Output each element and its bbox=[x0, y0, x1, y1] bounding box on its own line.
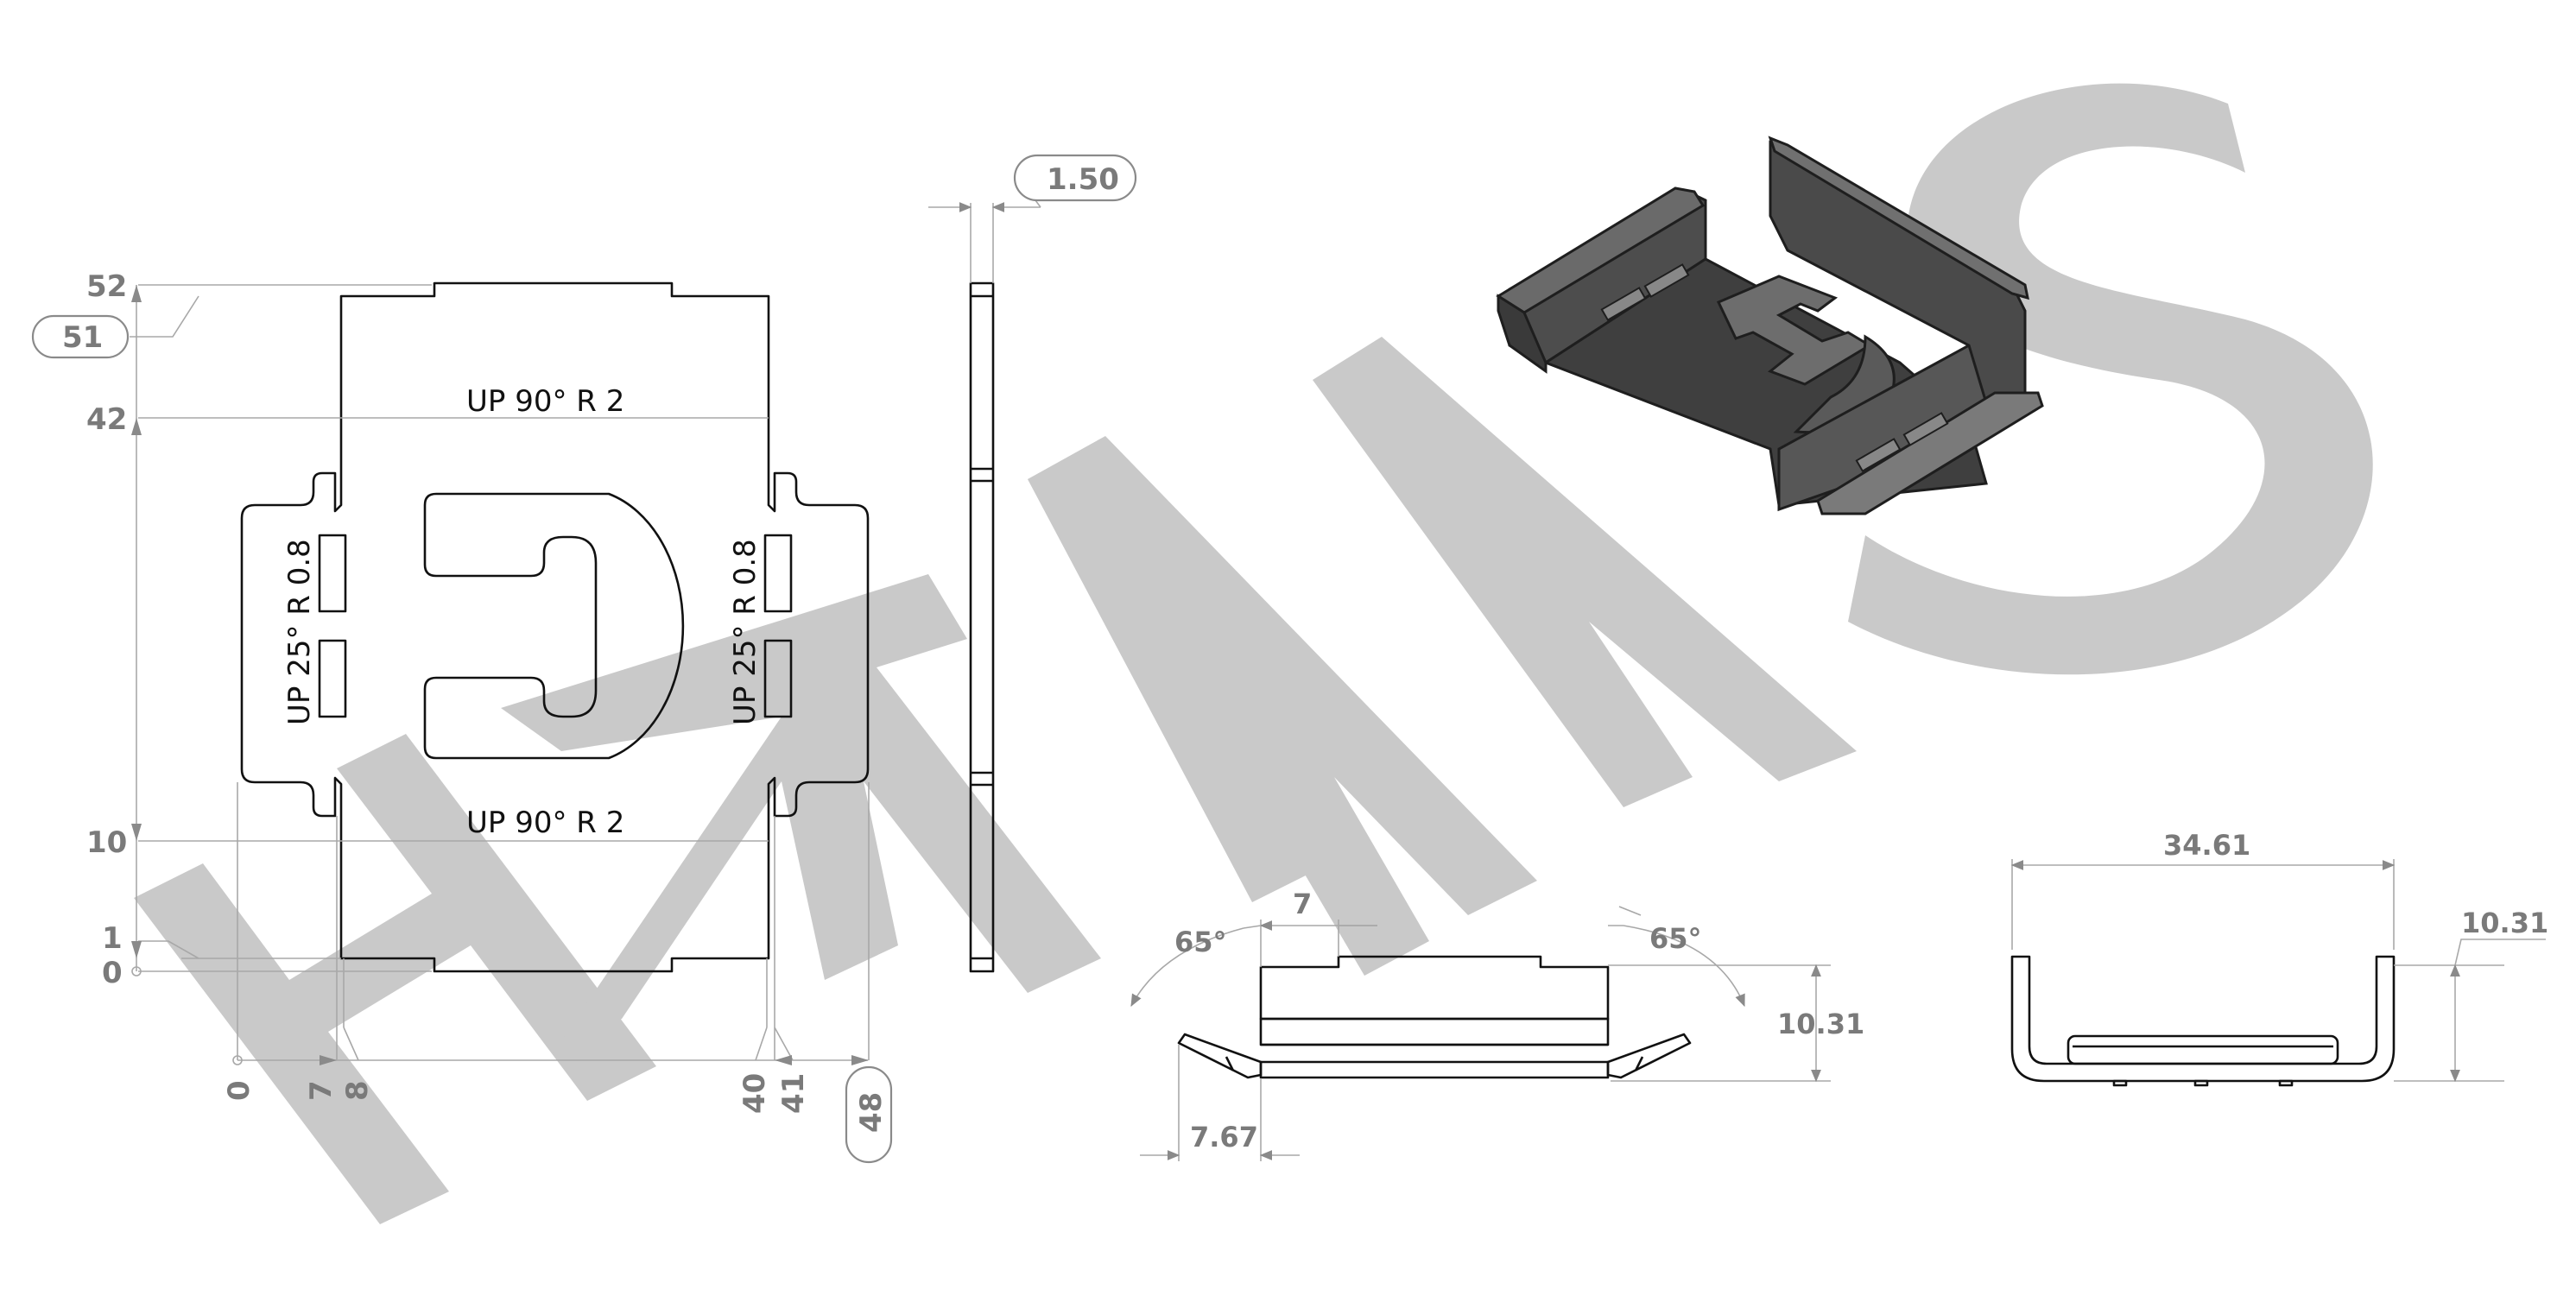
iso-lower-tab bbox=[1816, 391, 2044, 515]
ordinate-arrow-7 bbox=[320, 1055, 337, 1065]
angle-label-right: 65° bbox=[1649, 922, 1702, 955]
iso-slot bbox=[1902, 412, 1949, 446]
leader-41 bbox=[774, 1027, 794, 1061]
iso-slot bbox=[1600, 287, 1647, 321]
watermark-letter-h bbox=[134, 734, 656, 1224]
inner-c-cutout bbox=[423, 492, 685, 760]
ordinate-arrow-52 bbox=[131, 285, 142, 302]
bend-note-left: UP 25° R 0.8 bbox=[282, 539, 317, 725]
dim-7-label: 7 bbox=[1293, 888, 1312, 920]
ordinate-origin-vertical bbox=[131, 966, 142, 976]
ordinate-label-1: 1 bbox=[102, 921, 123, 956]
ordinate-label-52: 52 bbox=[86, 269, 127, 304]
iso-front-edge bbox=[1497, 294, 1547, 374]
bend-note-bottom: UP 90° R 2 bbox=[466, 806, 624, 840]
flat-pattern-outline bbox=[240, 281, 870, 973]
watermark-letter-m bbox=[501, 574, 1101, 1053]
front-view-body bbox=[1259, 955, 1610, 1021]
end-view-profile bbox=[2010, 955, 2396, 1083]
watermark-letter-s bbox=[1848, 83, 2373, 675]
ordinate-label-h-41: 41 bbox=[776, 1073, 811, 1114]
watermark-letter-w-right bbox=[1313, 337, 1857, 807]
front-view: 7 65° 65° 10.31 7.67 bbox=[1130, 888, 1864, 1161]
left-slot-lower bbox=[318, 639, 347, 718]
end-view-nub bbox=[2112, 1079, 2128, 1087]
thickness-label: 1.50 bbox=[1047, 162, 1119, 197]
bend-note-top: UP 90° R 2 bbox=[466, 384, 624, 419]
iso-back-wall-top bbox=[1768, 136, 2029, 300]
ordinate-arrow-10 bbox=[131, 824, 142, 841]
ordinate-arrow-1 bbox=[131, 941, 142, 958]
left-slot-upper bbox=[318, 534, 347, 613]
angle-label-left: 65° bbox=[1174, 926, 1227, 958]
angle-arc-left bbox=[1130, 927, 1244, 1008]
ordinate-balloon-51 bbox=[31, 314, 130, 359]
flange-label: 7.67 bbox=[1190, 1121, 1258, 1153]
ordinate-arrow-42 bbox=[131, 418, 142, 435]
front-view-bottom bbox=[1259, 1060, 1610, 1079]
height-label: 10.31 bbox=[1777, 1008, 1864, 1040]
ordinate-label-42: 42 bbox=[86, 402, 127, 437]
leader-1 bbox=[138, 940, 199, 959]
leader-40 bbox=[755, 1027, 768, 1061]
ordinate-label-0: 0 bbox=[102, 956, 123, 990]
right-slot-upper bbox=[763, 534, 793, 613]
right-slot-lower bbox=[763, 639, 793, 718]
isometric-view bbox=[1496, 136, 2044, 515]
angle-arc-right bbox=[1623, 925, 1745, 1008]
ordinate-label-h-0: 0 bbox=[222, 1080, 256, 1101]
end-height-label: 10.31 bbox=[2461, 907, 2548, 939]
ordinate-label-h-40: 40 bbox=[737, 1073, 772, 1114]
end-view: 34.61 10.31 bbox=[2010, 829, 2548, 1087]
leader-51 bbox=[130, 295, 199, 338]
end-view-plate bbox=[2066, 1034, 2339, 1065]
side-view: 1.50 bbox=[928, 154, 1137, 973]
front-view-flange-detail bbox=[1634, 1056, 1644, 1071]
ordinate-label-h-8: 8 bbox=[340, 1080, 375, 1101]
bend-note-right: UP 25° R 0.8 bbox=[728, 539, 763, 725]
ordinate-label-51: 51 bbox=[62, 320, 103, 355]
iso-slot bbox=[1855, 438, 1902, 472]
front-view-flange-detail bbox=[1225, 1056, 1235, 1071]
width-label: 34.61 bbox=[2163, 829, 2250, 862]
end-view-nub bbox=[2278, 1079, 2294, 1087]
side-view-body bbox=[969, 281, 995, 973]
front-view-flange-right bbox=[1606, 1033, 1692, 1079]
end-view-nub bbox=[2193, 1079, 2209, 1087]
ordinate-arrow-48 bbox=[851, 1055, 869, 1065]
iso-slot bbox=[1643, 263, 1690, 298]
leader-8 bbox=[343, 1027, 359, 1061]
ordinate-arrow-41 bbox=[775, 1055, 792, 1065]
ordinate-origin-horizontal bbox=[232, 1055, 243, 1065]
angle-right-tick bbox=[1618, 906, 1642, 916]
iso-c-cutout bbox=[1716, 275, 1872, 386]
ordinate-balloon-48 bbox=[845, 1065, 893, 1164]
front-view-flange-left bbox=[1177, 1033, 1263, 1079]
flat-pattern-view: 52 51 42 10 1 0 0 7 8 40 41 48 UP 90° R … bbox=[31, 269, 893, 1164]
ordinate-label-h-7: 7 bbox=[304, 1080, 339, 1101]
watermark-letter-w bbox=[1028, 436, 1537, 976]
end-height-leader bbox=[2454, 939, 2546, 966]
front-view-base bbox=[1259, 1017, 1610, 1046]
ordinate-label-h-48: 48 bbox=[854, 1092, 889, 1133]
watermark bbox=[134, 83, 2373, 1224]
angle-ext-left bbox=[1243, 925, 1262, 929]
thickness-balloon bbox=[1013, 154, 1137, 202]
ordinate-label-10: 10 bbox=[86, 825, 127, 860]
